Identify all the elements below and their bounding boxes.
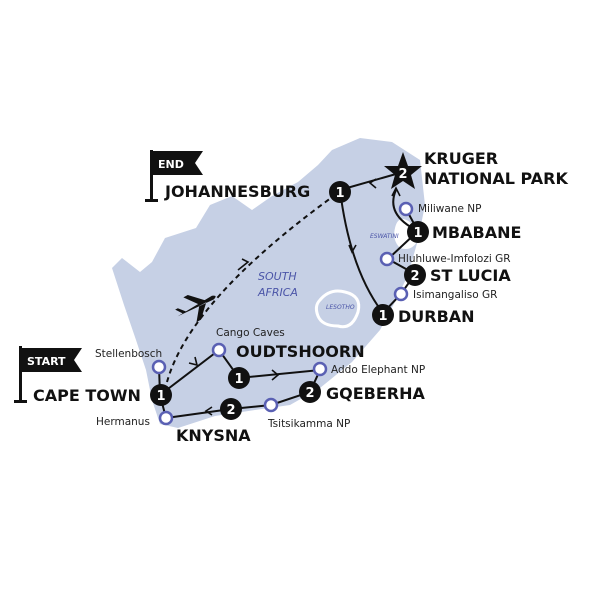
stop-cango-caves[interactable] — [211, 342, 227, 358]
city-markers: 1 1 2 2 1 2 1 2 1 — [150, 152, 429, 420]
svg-text:1: 1 — [378, 309, 387, 324]
city-johannesburg[interactable]: 1 — [329, 181, 351, 203]
svg-text:1: 1 — [156, 389, 165, 404]
star-icon — [384, 152, 422, 189]
stop-label: Addo Elephant NP — [331, 364, 425, 376]
flight-route — [166, 194, 336, 383]
city-mbabane[interactable]: 1 — [407, 221, 429, 243]
city-knysna[interactable]: 2 — [220, 398, 242, 420]
svg-text:1: 1 — [234, 372, 243, 387]
stop-label: Miliwane NP — [418, 203, 481, 215]
city-label: NATIONAL PARK — [424, 169, 569, 188]
start-label: START — [27, 355, 66, 368]
end-label: END — [158, 158, 184, 171]
svg-text:2: 2 — [398, 167, 407, 182]
city-durban[interactable]: 1 — [372, 304, 394, 326]
end-flag-icon: END — [145, 150, 203, 202]
stop-stellenbosch[interactable] — [151, 359, 167, 375]
city-label: ST LUCIA — [430, 266, 511, 285]
stop-hermanus[interactable] — [158, 410, 174, 426]
stop-label: Hluhluwe-Imfolozi GR — [398, 253, 511, 265]
route-arrows — [188, 178, 401, 416]
city-label: KRUGER — [424, 149, 498, 168]
lesotho-area — [314, 289, 361, 329]
stop-tsitsikamma[interactable] — [263, 397, 279, 413]
city-st-lucia[interactable]: 2 — [404, 264, 426, 286]
svg-text:1: 1 — [335, 186, 344, 201]
stop-markers — [151, 201, 414, 426]
stop-label: Tsitsikamma NP — [267, 418, 350, 430]
lesotho-label: LESOTHO — [326, 304, 355, 311]
stop-label: Stellenbosch — [95, 348, 162, 360]
stop-hluhluwe[interactable] — [379, 251, 395, 267]
city-label: MBABANE — [432, 223, 521, 242]
city-label: CAPE TOWN — [33, 386, 141, 405]
svg-text:1: 1 — [413, 226, 422, 241]
city-gqeberha[interactable]: 2 — [299, 381, 321, 403]
city-label: DURBAN — [398, 307, 475, 326]
country-label-2: AFRICA — [257, 286, 298, 299]
svg-text:2: 2 — [226, 403, 235, 418]
stop-label: Cango Caves — [216, 327, 285, 339]
svg-text:2: 2 — [410, 269, 419, 284]
eswatini-area — [394, 219, 418, 249]
city-kruger[interactable]: 2 — [384, 152, 422, 189]
plane-icon — [175, 295, 216, 323]
city-label: JOHANNESBURG — [164, 182, 310, 201]
eswatini-label: ESWATINI — [370, 233, 399, 240]
south-africa-land — [112, 138, 425, 428]
svg-text:2: 2 — [305, 386, 314, 401]
country-label: SOUTH — [258, 270, 297, 283]
stop-label: Isimangaliso GR — [413, 289, 497, 301]
start-flag-icon: START — [14, 346, 82, 403]
stop-addo[interactable] — [312, 361, 328, 377]
stop-label: Hermanus — [96, 416, 150, 428]
stop-miliwane[interactable] — [398, 201, 414, 217]
city-oudtshoorn[interactable]: 1 — [228, 367, 250, 389]
flight-arrow-icon — [237, 258, 250, 271]
city-cape-town[interactable]: 1 — [150, 384, 172, 406]
city-label: KNYSNA — [176, 426, 251, 445]
city-label: OUDTSHOORN — [236, 342, 365, 361]
city-label: GQEBERHA — [326, 384, 426, 403]
stop-isimangaliso[interactable] — [393, 286, 409, 302]
